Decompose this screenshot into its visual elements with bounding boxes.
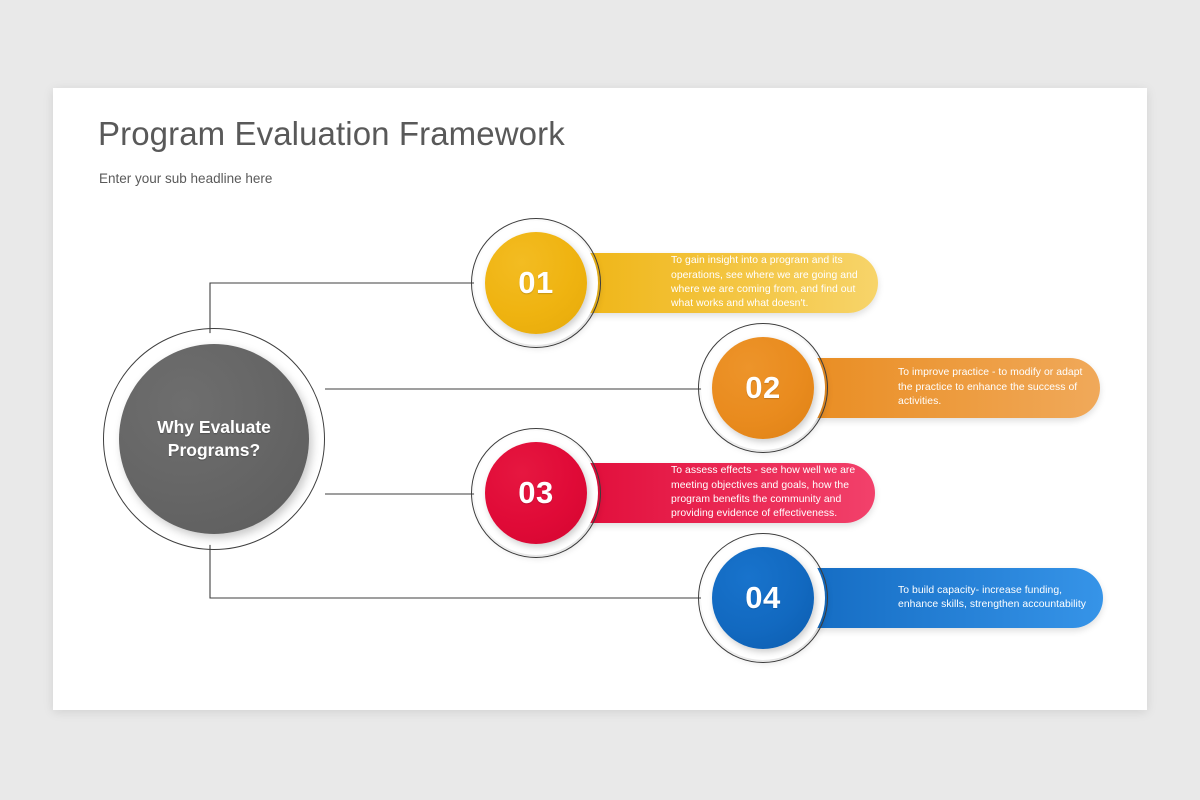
page-subtitle: Enter your sub headline here bbox=[99, 171, 273, 186]
step-number-03: 03 bbox=[518, 475, 554, 510]
slide-card: Program Evaluation Framework Enter your … bbox=[53, 88, 1147, 710]
step-node-fill-04: 04 bbox=[712, 547, 814, 649]
hub-outline bbox=[103, 328, 325, 550]
step-bar-03[interactable]: To assess effects - see how well we are … bbox=[558, 463, 875, 523]
step-node-outline-02 bbox=[698, 323, 828, 453]
page-title: Program Evaluation Framework bbox=[98, 115, 565, 152]
hub-label: Why Evaluate Programs? bbox=[157, 416, 271, 463]
step-node-04[interactable]: 04 bbox=[698, 533, 828, 663]
step-node-fill-02: 02 bbox=[712, 337, 814, 439]
hub-label-line-1: Why Evaluate bbox=[157, 416, 271, 437]
step-node-outline-01 bbox=[471, 218, 601, 348]
step-bar-02[interactable]: To improve practice - to modify or adapt… bbox=[785, 358, 1100, 418]
step-bar-04[interactable]: To build capacity- increase funding, enh… bbox=[785, 568, 1103, 628]
step-node-02[interactable]: 02 bbox=[698, 323, 828, 453]
step-text-02: To improve practice - to modify or adapt… bbox=[898, 367, 1083, 408]
hub-fill: Why Evaluate Programs? bbox=[119, 344, 309, 534]
step-node-outline-04 bbox=[698, 533, 828, 663]
step-node-outline-03 bbox=[471, 428, 601, 558]
step-number-04: 04 bbox=[745, 580, 781, 615]
step-text-03: To assess effects - see how well we are … bbox=[671, 465, 856, 520]
step-text-01: To gain insight into a program and its o… bbox=[671, 255, 858, 310]
step-node-01[interactable]: 01 bbox=[471, 218, 601, 348]
step-number-01: 01 bbox=[518, 265, 554, 300]
step-node-03[interactable]: 03 bbox=[471, 428, 601, 558]
step-number-02: 02 bbox=[745, 370, 781, 405]
hub-label-line-2: Programs? bbox=[167, 440, 261, 460]
step-text-04: To build capacity- increase funding, enh… bbox=[898, 584, 1087, 610]
step-node-fill-03: 03 bbox=[485, 442, 587, 544]
step-bar-01[interactable]: To gain insight into a program and its o… bbox=[558, 253, 878, 313]
step-node-fill-01: 01 bbox=[485, 232, 587, 334]
program-evaluation-diagram: Why Evaluate Programs? To gain insight i… bbox=[53, 88, 1147, 710]
hub-node[interactable]: Why Evaluate Programs? bbox=[103, 328, 325, 550]
